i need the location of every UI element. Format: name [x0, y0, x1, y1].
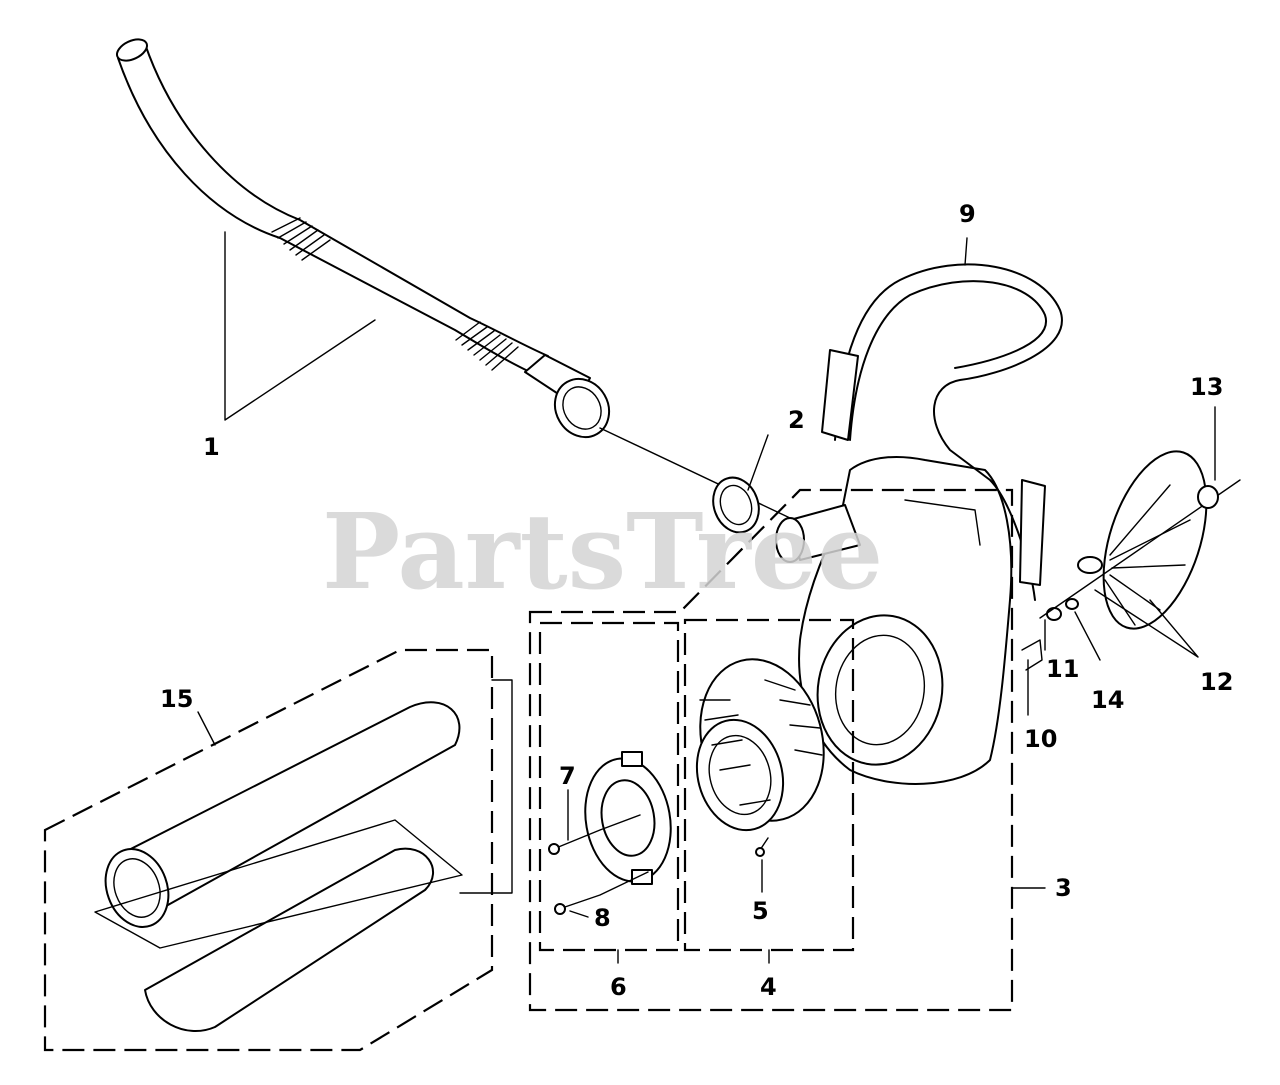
screw-part	[755, 837, 769, 857]
screw-7-part	[548, 814, 641, 855]
callout-2: 2	[788, 406, 805, 434]
callout-6: 6	[610, 973, 627, 1001]
blower-housing-part	[775, 456, 1013, 785]
blower-tubes-part	[94, 701, 463, 1032]
callout-12: 12	[1200, 668, 1233, 696]
leader-tube-to-group-15	[459, 679, 513, 894]
callout-7: 7	[559, 762, 576, 790]
impeller-fan-part	[1077, 450, 1208, 630]
flex-hose-part	[116, 38, 791, 519]
callout-11: 11	[1046, 655, 1079, 683]
group-box-6	[538, 621, 680, 952]
watermark-text: PartsTree	[322, 490, 883, 613]
clip-part	[1021, 639, 1043, 671]
callout-9: 9	[959, 200, 976, 228]
shoulder-strap-part	[821, 263, 1063, 601]
group-box-4	[683, 618, 855, 952]
nut-part	[1046, 607, 1062, 621]
intake-grille-part	[695, 658, 825, 832]
hose-corrugation-lower	[455, 321, 519, 371]
callout-13: 13	[1190, 373, 1223, 401]
callout-15: 15	[160, 685, 193, 713]
group-box-15	[43, 648, 494, 1052]
callout-5: 5	[752, 897, 769, 925]
fan-nut-part	[1197, 485, 1219, 509]
washer-part	[1065, 598, 1079, 610]
callout-14: 14	[1091, 686, 1124, 714]
leader-lines	[197, 231, 1216, 964]
callout-1: 1	[203, 433, 220, 461]
callout-4: 4	[760, 973, 777, 1001]
callout-3: 3	[1055, 874, 1072, 902]
screw-8-part	[554, 871, 649, 915]
hose-corrugation-upper	[271, 217, 331, 261]
group-box-3	[528, 488, 1014, 1012]
hose-clamp-part	[712, 476, 760, 534]
callout-8: 8	[594, 904, 611, 932]
callout-10: 10	[1024, 725, 1057, 753]
